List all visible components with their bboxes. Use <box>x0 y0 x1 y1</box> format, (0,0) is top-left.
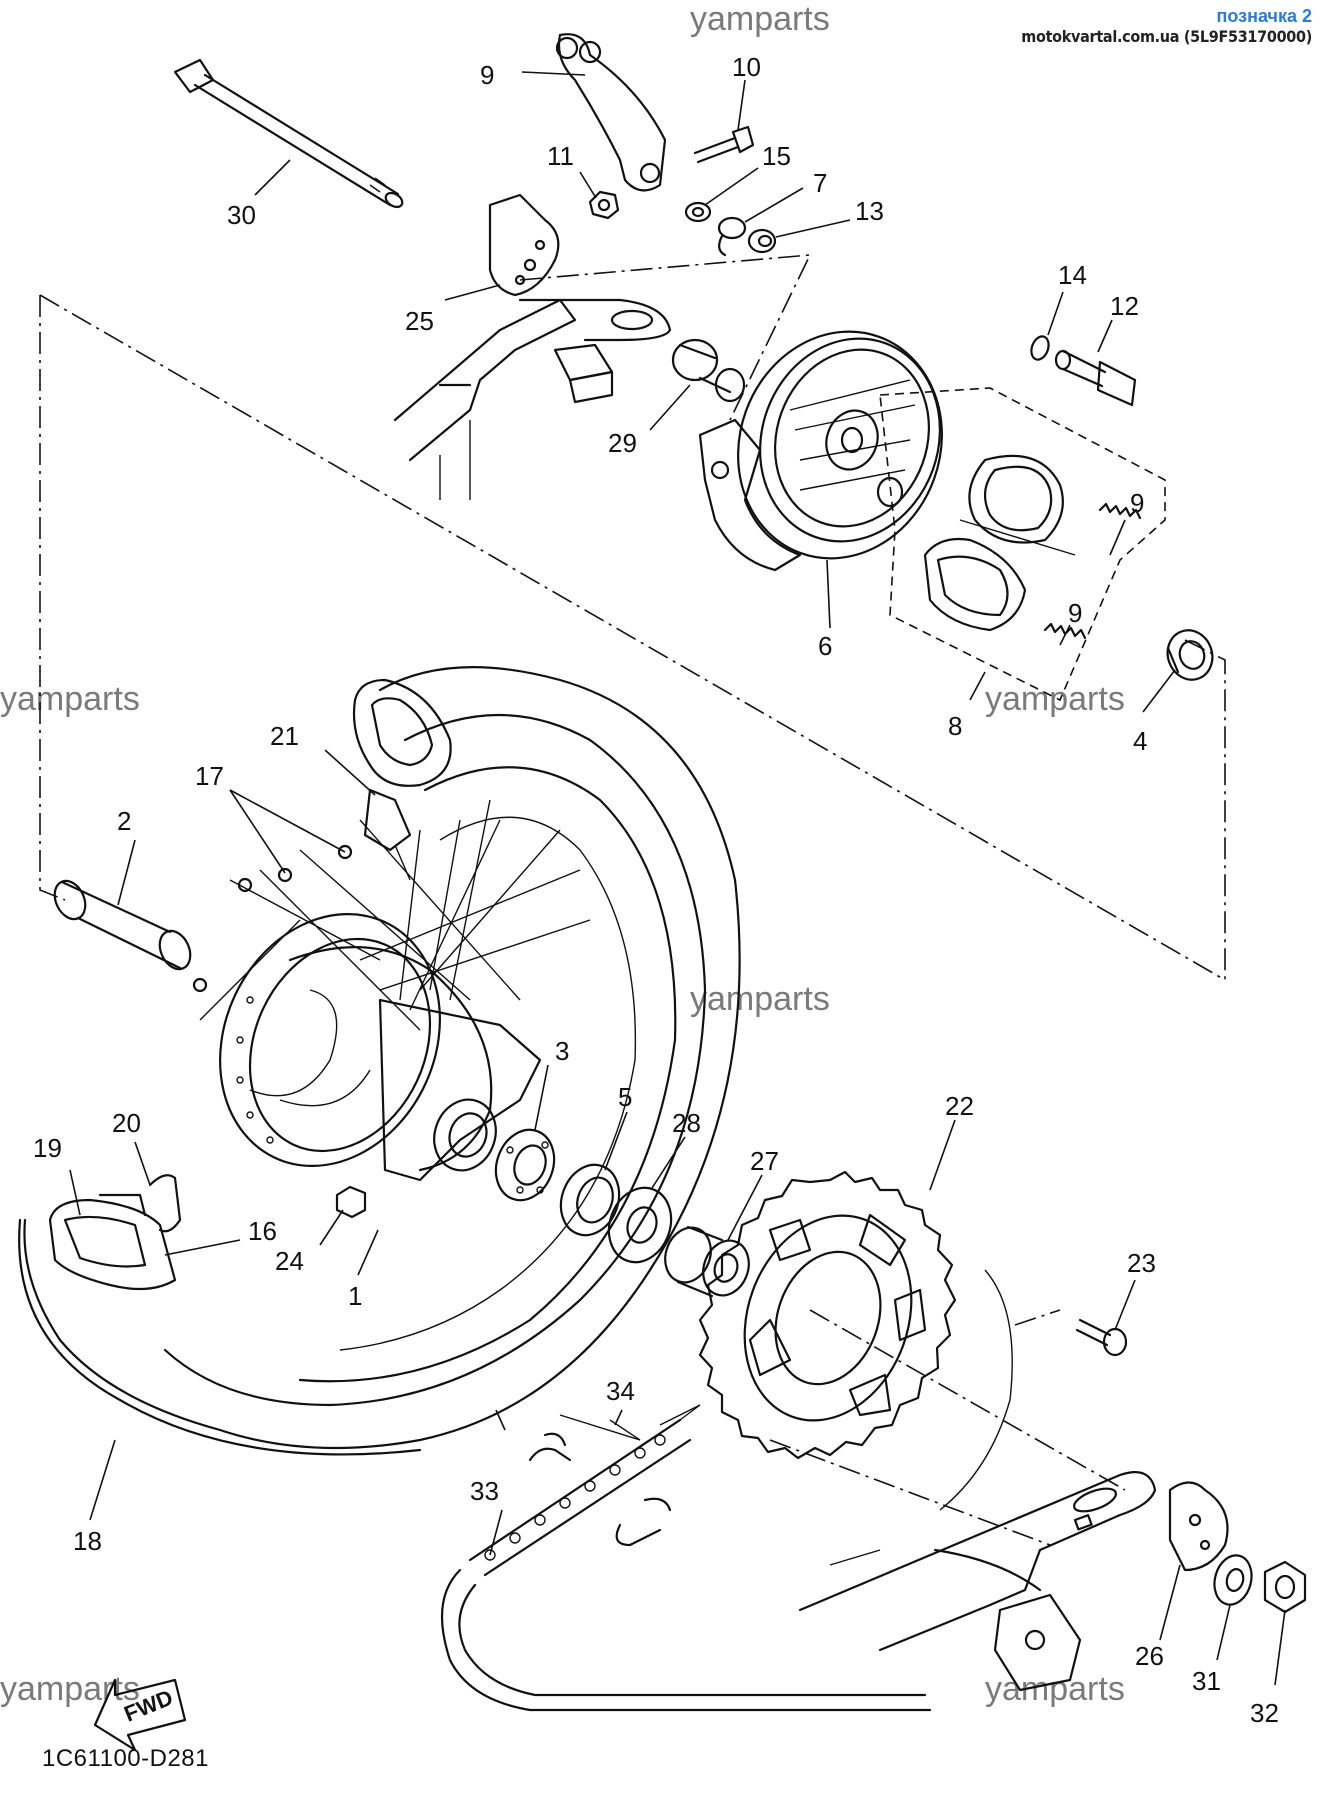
camshaft-part <box>1054 349 1137 407</box>
oil-seal-part <box>559 1163 621 1237</box>
callout-11: 10 <box>732 52 761 82</box>
axle-centerline <box>769 1439 1051 1546</box>
tire-part <box>18 666 741 1456</box>
bearing-part <box>1166 629 1214 681</box>
callout-17: 16 <box>248 1216 277 1246</box>
nut-part <box>588 190 620 220</box>
callout-9: 9 <box>1130 488 1144 518</box>
collar-part <box>671 338 746 403</box>
leader-lines <box>69 71 1286 1686</box>
watermark: yamparts <box>0 680 140 718</box>
axle-nut-part <box>1263 1560 1307 1614</box>
header-title-link[interactable]: позначка 2 <box>1216 6 1313 26</box>
tube-protector-part <box>48 1174 182 1291</box>
callout-28: 27 <box>750 1146 779 1176</box>
callout-32: 31 <box>1192 1666 1221 1696</box>
callout-15: 14 <box>1058 260 1087 290</box>
callout-27: 26 <box>1135 1641 1164 1671</box>
axle-centerline <box>519 254 812 421</box>
callout-22: 21 <box>270 721 299 751</box>
forward-direction-arrow <box>93 1678 187 1752</box>
swingarm-lower-fragment <box>798 1471 1157 1692</box>
watermark: yamparts <box>690 0 830 38</box>
axle-centerline <box>1014 1309 1061 1326</box>
callout-29: 28 <box>672 1108 701 1138</box>
callout-19: 18 <box>73 1526 102 1556</box>
drive-chain-part <box>440 1404 1042 1712</box>
header-block: позначка 2 motokvartal.com.ua (5L9F53170… <box>1021 6 1312 46</box>
callout-10: 9 <box>480 60 494 90</box>
axle-centerline <box>1184 639 1226 980</box>
watermark: yamparts <box>690 980 830 1018</box>
washer-part <box>1213 1554 1253 1606</box>
watermark: yamparts <box>985 1670 1125 1708</box>
spoke-set-part <box>192 799 591 1031</box>
callout-21: 20 <box>112 1108 141 1138</box>
callout-12: 11 <box>547 141 574 171</box>
lock-washer-part <box>684 201 712 223</box>
callout-24: 23 <box>1127 1248 1156 1278</box>
rim-band-part <box>352 678 452 881</box>
callout-6: 6 <box>818 631 832 661</box>
bearing-part <box>494 1128 556 1202</box>
brake-plate-part <box>698 330 943 572</box>
callout-26: 25 <box>405 306 434 336</box>
callout-30: 29 <box>608 428 637 458</box>
collar-part <box>664 1225 750 1298</box>
brake-shoe-kit-box <box>879 387 1166 702</box>
spacer-part <box>53 879 192 971</box>
sprocket-guard-outline <box>939 1269 1013 1511</box>
axle-centerline <box>39 294 1226 981</box>
hub-part <box>219 913 542 1182</box>
axle-centerline <box>39 295 66 901</box>
axle-centerline <box>809 1309 1126 1491</box>
callout-14: 13 <box>855 196 884 226</box>
chain-joint-part <box>528 1404 701 1547</box>
callout-8: 8 <box>948 711 962 741</box>
callout-9: 9 <box>1068 598 1082 628</box>
callout-1: 1 <box>348 1281 362 1311</box>
callout-31: 30 <box>227 200 256 230</box>
chain-adjuster-part <box>488 193 560 297</box>
callout-5: 5 <box>618 1082 632 1112</box>
callout-34: 33 <box>470 1476 499 1506</box>
bolt-part <box>693 125 755 164</box>
axle-shaft-part <box>173 58 404 209</box>
callout-20: 19 <box>33 1133 62 1163</box>
callout-13: 12 <box>1110 291 1139 321</box>
callout-18: 17 <box>195 761 224 791</box>
diagram-code: 1C61100-D281 <box>42 1745 210 1772</box>
sprocket-bolt-part <box>1075 1318 1128 1357</box>
callout-4: 4 <box>1133 726 1147 756</box>
callout-7: 7 <box>813 168 827 198</box>
header-source-text: motokvartal.com.ua (5L9F53170000) <box>1021 27 1312 46</box>
callout-33: 32 <box>1250 1698 1279 1728</box>
o-ring-part <box>1030 335 1050 361</box>
seal-ring-part <box>747 228 777 254</box>
callout-labels: 9 10 11 15 7 13 14 12 30 25 29 6 9 9 8 4… <box>33 52 1279 1728</box>
callout-3: 3 <box>555 1036 569 1066</box>
sprocket-part <box>698 1170 957 1460</box>
callout-35: 34 <box>606 1376 635 1406</box>
spring-part <box>1043 502 1142 640</box>
callout-25: 24 <box>275 1246 304 1276</box>
torque-arm-part <box>555 33 667 192</box>
chain-adjuster-part <box>1168 1481 1229 1572</box>
callout-2: 2 <box>117 806 131 836</box>
rim-lock-nut-part <box>335 1185 367 1219</box>
thrust-washer-part <box>607 1186 673 1264</box>
callout-23: 22 <box>945 1091 974 1121</box>
swingarm-upper-fragment <box>393 298 672 500</box>
cotter-pin-part <box>717 216 747 257</box>
watermark: yamparts <box>0 1670 140 1708</box>
brake-shoe-part <box>923 454 1076 632</box>
callout-16: 15 <box>762 141 791 171</box>
watermark: yamparts <box>985 680 1125 718</box>
